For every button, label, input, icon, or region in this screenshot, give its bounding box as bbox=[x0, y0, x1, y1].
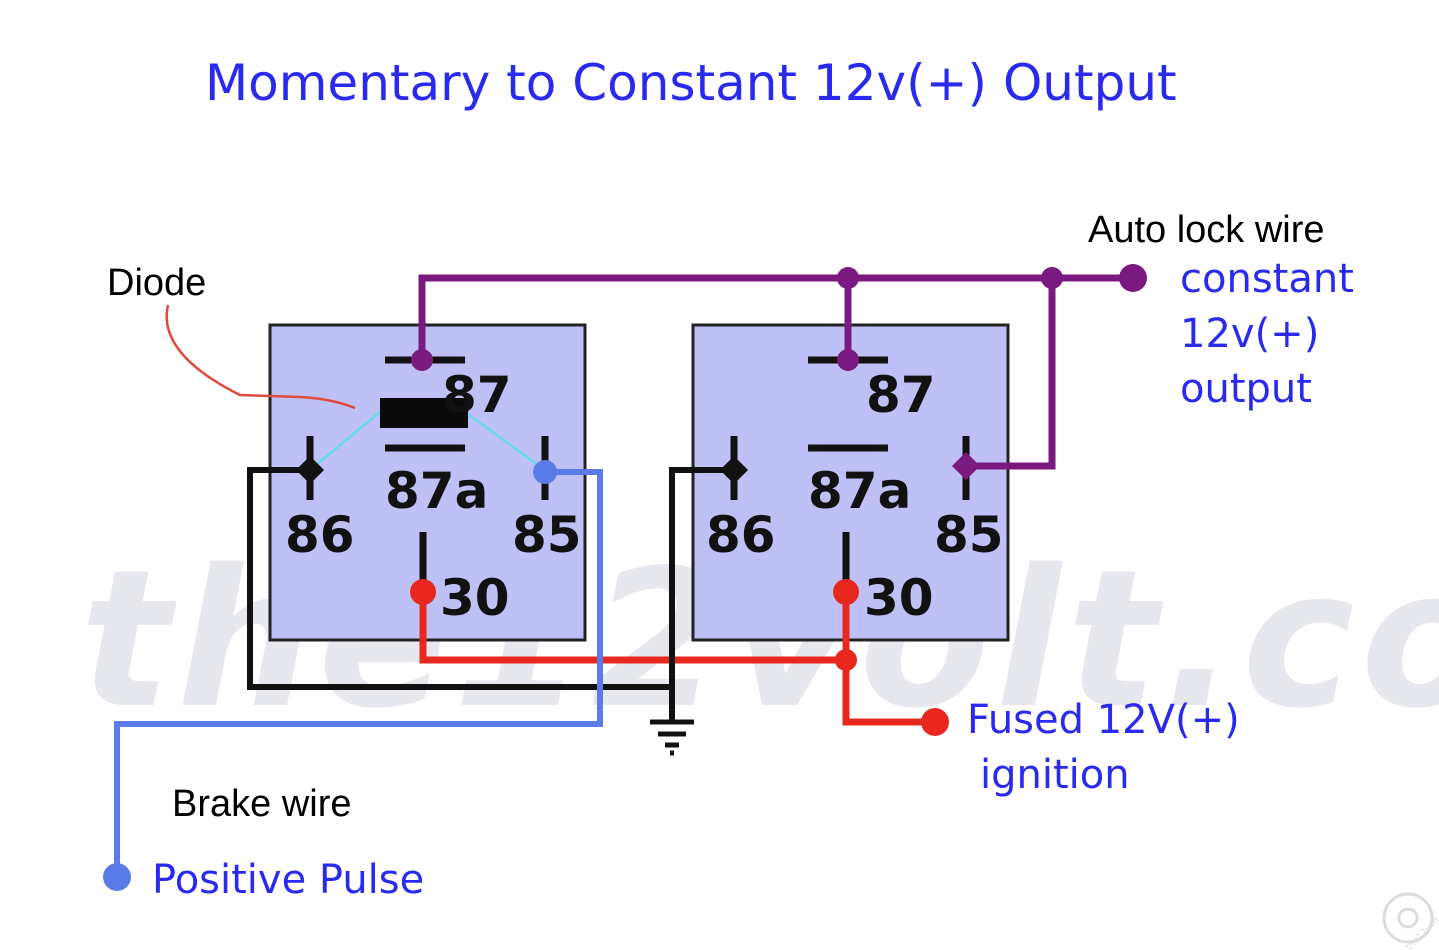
black-wire bbox=[247, 467, 734, 722]
corner-logo: the12volt.com bbox=[1382, 892, 1439, 950]
diode-pointer-line bbox=[165, 304, 356, 410]
auto-lock-annotation: Auto lock wire bbox=[1088, 209, 1325, 251]
relay-2-pin-labels: 87 87a 86 85 30 bbox=[706, 366, 1004, 627]
diode-symbol bbox=[309, 398, 546, 472]
ground-icon bbox=[650, 719, 694, 756]
positive-pulse-label: Positive Pulse bbox=[152, 857, 424, 903]
junction-dots bbox=[103, 264, 1147, 891]
output-label-line-3: output bbox=[1180, 366, 1312, 412]
relay-2-pin-87: 87 bbox=[866, 366, 936, 424]
red-wire bbox=[419, 592, 935, 726]
relay-1-pin-87a: 87a bbox=[385, 462, 488, 520]
ignition-label: Fused 12V(+) ignition bbox=[967, 697, 1240, 798]
relay-1-pin-30: 30 bbox=[440, 569, 510, 627]
brake-annotation: Brake wire bbox=[172, 783, 352, 825]
ignition-label-line-2: ignition bbox=[980, 752, 1130, 798]
output-label: constant 12v(+) output bbox=[1180, 256, 1354, 412]
purple-wire bbox=[418, 274, 1133, 470]
relay-2-pin-30: 30 bbox=[864, 569, 934, 627]
corner-logo-text: the12volt.com bbox=[1404, 899, 1439, 950]
output-label-line-2: 12v(+) bbox=[1180, 311, 1319, 357]
relay-2-pin-87a: 87a bbox=[808, 462, 911, 520]
relay-2-pin-85: 85 bbox=[934, 506, 1004, 564]
relay-1-pin-85: 85 bbox=[512, 506, 582, 564]
diode-annotation: Diode bbox=[107, 262, 206, 304]
output-label-line-1: constant bbox=[1180, 256, 1354, 302]
page-title: Momentary to Constant 12v(+) Output bbox=[205, 54, 1177, 112]
ignition-label-line-1: Fused 12V(+) bbox=[967, 697, 1240, 743]
relay-1-pin-labels: 87 87a 86 85 30 bbox=[285, 366, 582, 627]
relay-1-pin-87: 87 bbox=[442, 366, 512, 424]
relay-1-pin-86: 86 bbox=[285, 506, 355, 564]
blue-wire bbox=[114, 469, 603, 877]
relay-2-pin-86: 86 bbox=[706, 506, 776, 564]
